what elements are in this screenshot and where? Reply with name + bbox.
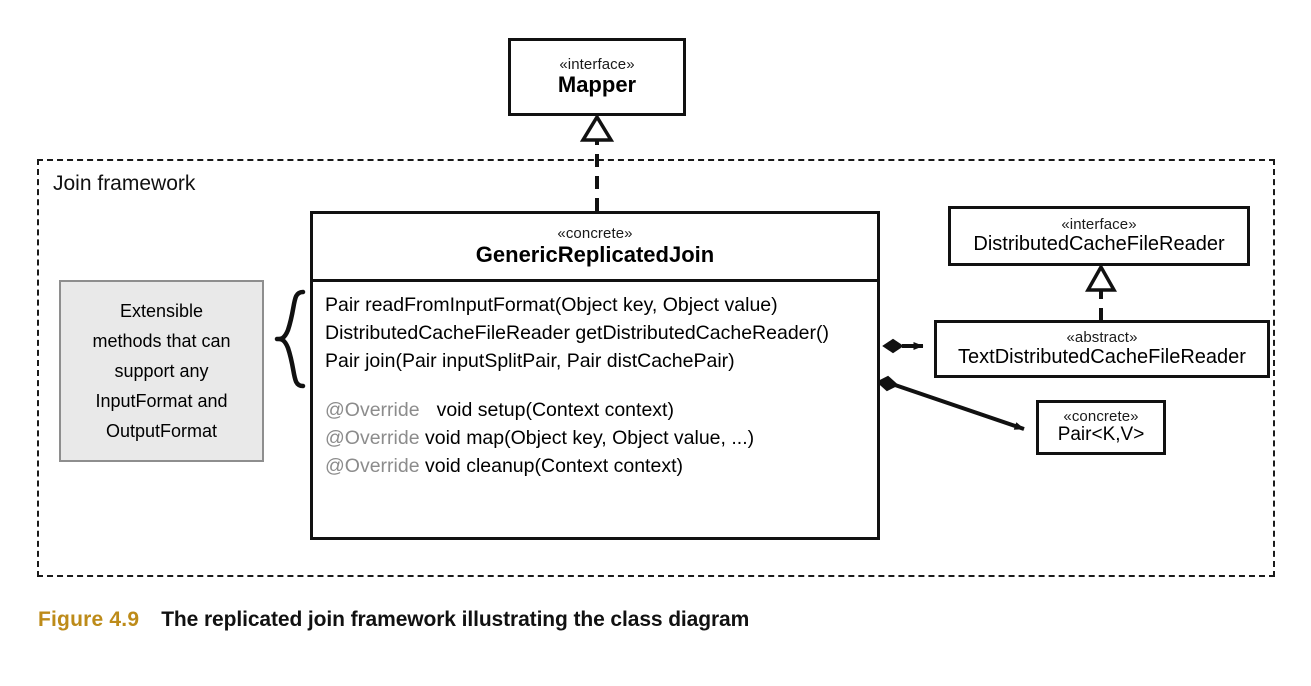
override-annotation: @Override: [325, 455, 420, 477]
package-boundary-join-framework: [37, 159, 1275, 577]
override-annotation: @Override: [325, 427, 420, 449]
class-name-label: Pair<K,V>: [1057, 424, 1145, 446]
class-box-genericreplicatedjoin[interactable]: «concrete» GenericReplicatedJoin Pair re…: [310, 211, 880, 540]
method-signature: DistributedCacheFileReader getDistribute…: [325, 322, 829, 344]
method-row: Pair readFromInputFormat(Object key, Obj…: [325, 291, 877, 319]
override-annotation: @Override: [325, 399, 420, 421]
stereotype-label: «interface»: [559, 55, 635, 73]
stereotype-label: «concrete»: [557, 225, 633, 243]
method-signature: void cleanup(Context context): [425, 455, 683, 477]
method-row: DistributedCacheFileReader getDistribute…: [325, 319, 877, 347]
stereotype-label: «interface»: [1061, 215, 1137, 233]
class-box-pair[interactable]: «concrete» Pair<K,V>: [1036, 400, 1166, 455]
method-row-override: @Override void setup(Context context): [325, 396, 877, 424]
method-row-override: @Override void map(Object key, Object va…: [325, 424, 877, 452]
note-line: methods that can: [92, 331, 231, 351]
class-box-distributedcachefilereader[interactable]: «interface» DistributedCacheFileReader: [948, 206, 1250, 266]
class-name-label: TextDistributedCacheFileReader: [958, 346, 1246, 369]
class-members: Pair readFromInputFormat(Object key, Obj…: [313, 282, 877, 537]
method-signature: void map(Object key, Object value, ...): [425, 427, 755, 449]
class-box-mapper[interactable]: «interface» Mapper: [508, 38, 686, 116]
class-header: «concrete» GenericReplicatedJoin: [313, 214, 877, 282]
note-line: support any: [114, 361, 209, 381]
method-signature: void setup(Context context): [436, 399, 674, 421]
figure-caption-text: The replicated join framework illustrati…: [161, 608, 750, 631]
stereotype-label: «concrete»: [1063, 407, 1139, 425]
method-row: Pair join(Pair inputSplitPair, Pair dist…: [325, 347, 877, 375]
figure-number: Figure 4.9: [38, 608, 140, 631]
package-label: Join framework: [53, 172, 196, 195]
stereotype-label: «abstract»: [1066, 328, 1138, 346]
figure-caption: Figure 4.9 The replicated join framework…: [38, 608, 749, 632]
annotation-note-extensible-methods: Extensible methods that can support any …: [59, 280, 264, 462]
note-line: InputFormat and: [95, 391, 228, 411]
class-name-label: DistributedCacheFileReader: [973, 233, 1225, 256]
method-row-override: @Override void cleanup(Context context): [325, 452, 877, 480]
class-name-label: Mapper: [557, 72, 637, 98]
method-signature: Pair join(Pair inputSplitPair, Pair dist…: [325, 350, 735, 372]
class-box-textdistributedcachefilereader[interactable]: «abstract» TextDistributedCacheFileReade…: [934, 320, 1270, 378]
note-line: OutputFormat: [105, 421, 218, 441]
method-signature: Pair readFromInputFormat(Object key, Obj…: [325, 294, 778, 316]
note-line: Extensible: [119, 301, 204, 321]
class-name-label: GenericReplicatedJoin: [475, 241, 715, 267]
